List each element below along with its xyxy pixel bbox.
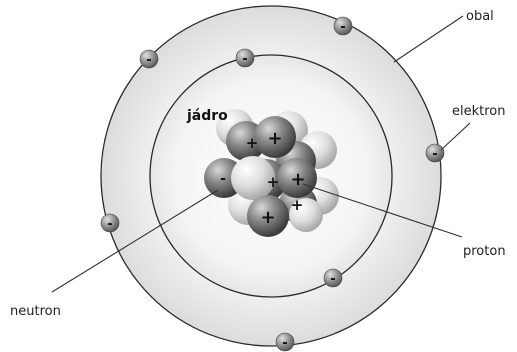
electron-particle: - [100, 213, 120, 233]
proton-leader-line [302, 183, 463, 238]
proton-particle [254, 116, 296, 158]
svg-text:-: - [432, 147, 437, 162]
proton-sign: + [246, 134, 259, 152]
nucleus: + + + + + + - [204, 109, 339, 237]
shell-label: obal [466, 9, 494, 24]
proton-sign: + [267, 173, 280, 191]
svg-text:-: - [242, 52, 247, 67]
svg-text:-: - [330, 272, 335, 287]
electron-leader-line [440, 122, 471, 151]
electron-particle: - [323, 268, 343, 288]
proton-sign: + [290, 169, 305, 190]
proton-sign: + [267, 128, 282, 149]
svg-text:-: - [107, 217, 112, 232]
proton-sign: + [260, 207, 275, 228]
proton-particle [277, 158, 317, 198]
neutron-leader-line [51, 189, 219, 293]
electron-particle: - [275, 332, 295, 352]
neutron-particle [231, 156, 275, 200]
leader-lines [51, 15, 471, 293]
electron-particle: - [425, 143, 445, 163]
electrons: - - - - - - - [100, 16, 445, 352]
proton-particle [247, 195, 289, 237]
svg-text:-: - [340, 20, 345, 35]
shell-leader-line [393, 15, 464, 63]
svg-text:-: - [146, 53, 151, 68]
electron-particle: - [235, 48, 255, 68]
electron-particle: - [333, 16, 353, 36]
electron-label: elektron [452, 104, 506, 119]
neutron-particle [289, 198, 323, 232]
proton-sign: + [291, 196, 304, 214]
nucleus-label: jádro [187, 108, 228, 124]
neutron-edge-mark: - [220, 171, 226, 187]
proton-label: proton [463, 244, 506, 259]
electron-particle: - [139, 49, 159, 69]
neutron-label: neutron [10, 304, 61, 319]
svg-text:-: - [282, 336, 287, 351]
